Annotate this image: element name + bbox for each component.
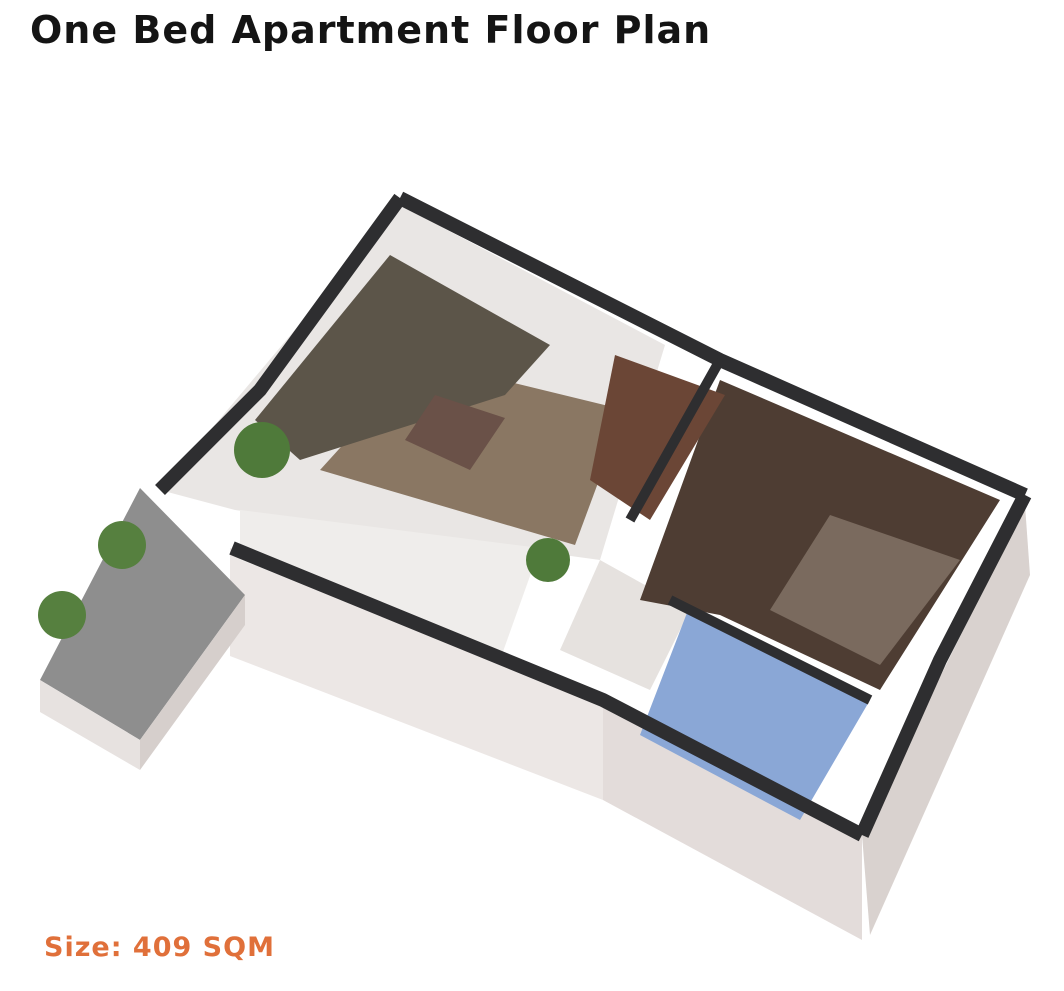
wall-east [855, 491, 1032, 838]
balcony-side-2 [140, 595, 245, 770]
wall-partition-bath [667, 595, 873, 705]
sofa [255, 255, 550, 460]
size-label: Size: 409 SQM [44, 932, 275, 963]
balcony-side [40, 680, 140, 770]
page-title: One Bed Apartment Floor Plan [30, 8, 712, 52]
exterior-wall-front [603, 700, 862, 940]
kitchen-floor [240, 510, 540, 660]
wall-south [229, 541, 866, 842]
bathroom-floor [640, 605, 870, 820]
plant-hall [526, 538, 570, 582]
plant-balcony-2 [38, 591, 86, 639]
coffee-table [405, 395, 505, 470]
bed [770, 515, 960, 665]
wardrobe [590, 355, 725, 520]
wall-west [155, 193, 406, 495]
wall-partition-bed [625, 357, 725, 523]
exterior-wall-left [230, 548, 603, 800]
balcony-floor [40, 488, 245, 740]
plant-balcony-1 [98, 521, 146, 569]
plant-living [234, 422, 290, 478]
exterior-wall-right [862, 505, 1030, 935]
